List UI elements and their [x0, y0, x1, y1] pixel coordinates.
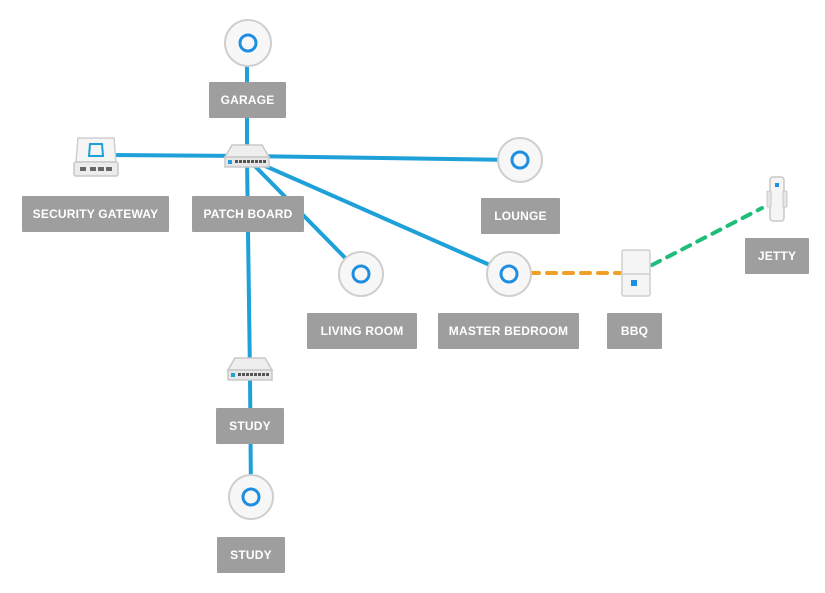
link-bbq-jetty[interactable]	[650, 206, 764, 267]
access-point-icon[interactable]	[496, 136, 544, 184]
outdoor-bridge-icon[interactable]	[620, 248, 652, 298]
link-patch-lounge[interactable]	[245, 154, 520, 162]
node-label-lounge[interactable]: LOUNGE	[481, 198, 560, 234]
access-point-icon[interactable]	[485, 250, 533, 298]
access-point-icon[interactable]	[227, 473, 275, 521]
node-label-patch-board[interactable]: PATCH BOARD	[192, 196, 304, 232]
node-label-living-room[interactable]: LIVING ROOM	[307, 313, 417, 349]
access-point-icon[interactable]	[337, 250, 385, 298]
node-label-garage[interactable]: GARAGE	[209, 82, 286, 118]
security-gateway-icon[interactable]	[72, 134, 120, 180]
node-label-security-gateway[interactable]: SECURITY GATEWAY	[22, 196, 169, 232]
node-label-study-ap[interactable]: STUDY	[217, 537, 285, 573]
outdoor-antenna-icon[interactable]	[764, 175, 790, 223]
node-label-jetty[interactable]: JETTY	[745, 238, 809, 274]
node-label-study-switch[interactable]: STUDY	[216, 408, 284, 444]
switch-icon[interactable]	[226, 356, 274, 384]
switch-icon[interactable]	[223, 143, 271, 171]
link-patch-study-switch[interactable]	[245, 156, 252, 378]
access-point-icon[interactable]	[223, 18, 273, 68]
link-patch-master-bedroom[interactable]	[245, 156, 510, 275]
link-patch-gateway[interactable]	[108, 153, 249, 158]
node-label-bbq[interactable]: BBQ	[607, 313, 662, 349]
node-label-master-bedroom[interactable]: MASTER BEDROOM	[438, 313, 579, 349]
